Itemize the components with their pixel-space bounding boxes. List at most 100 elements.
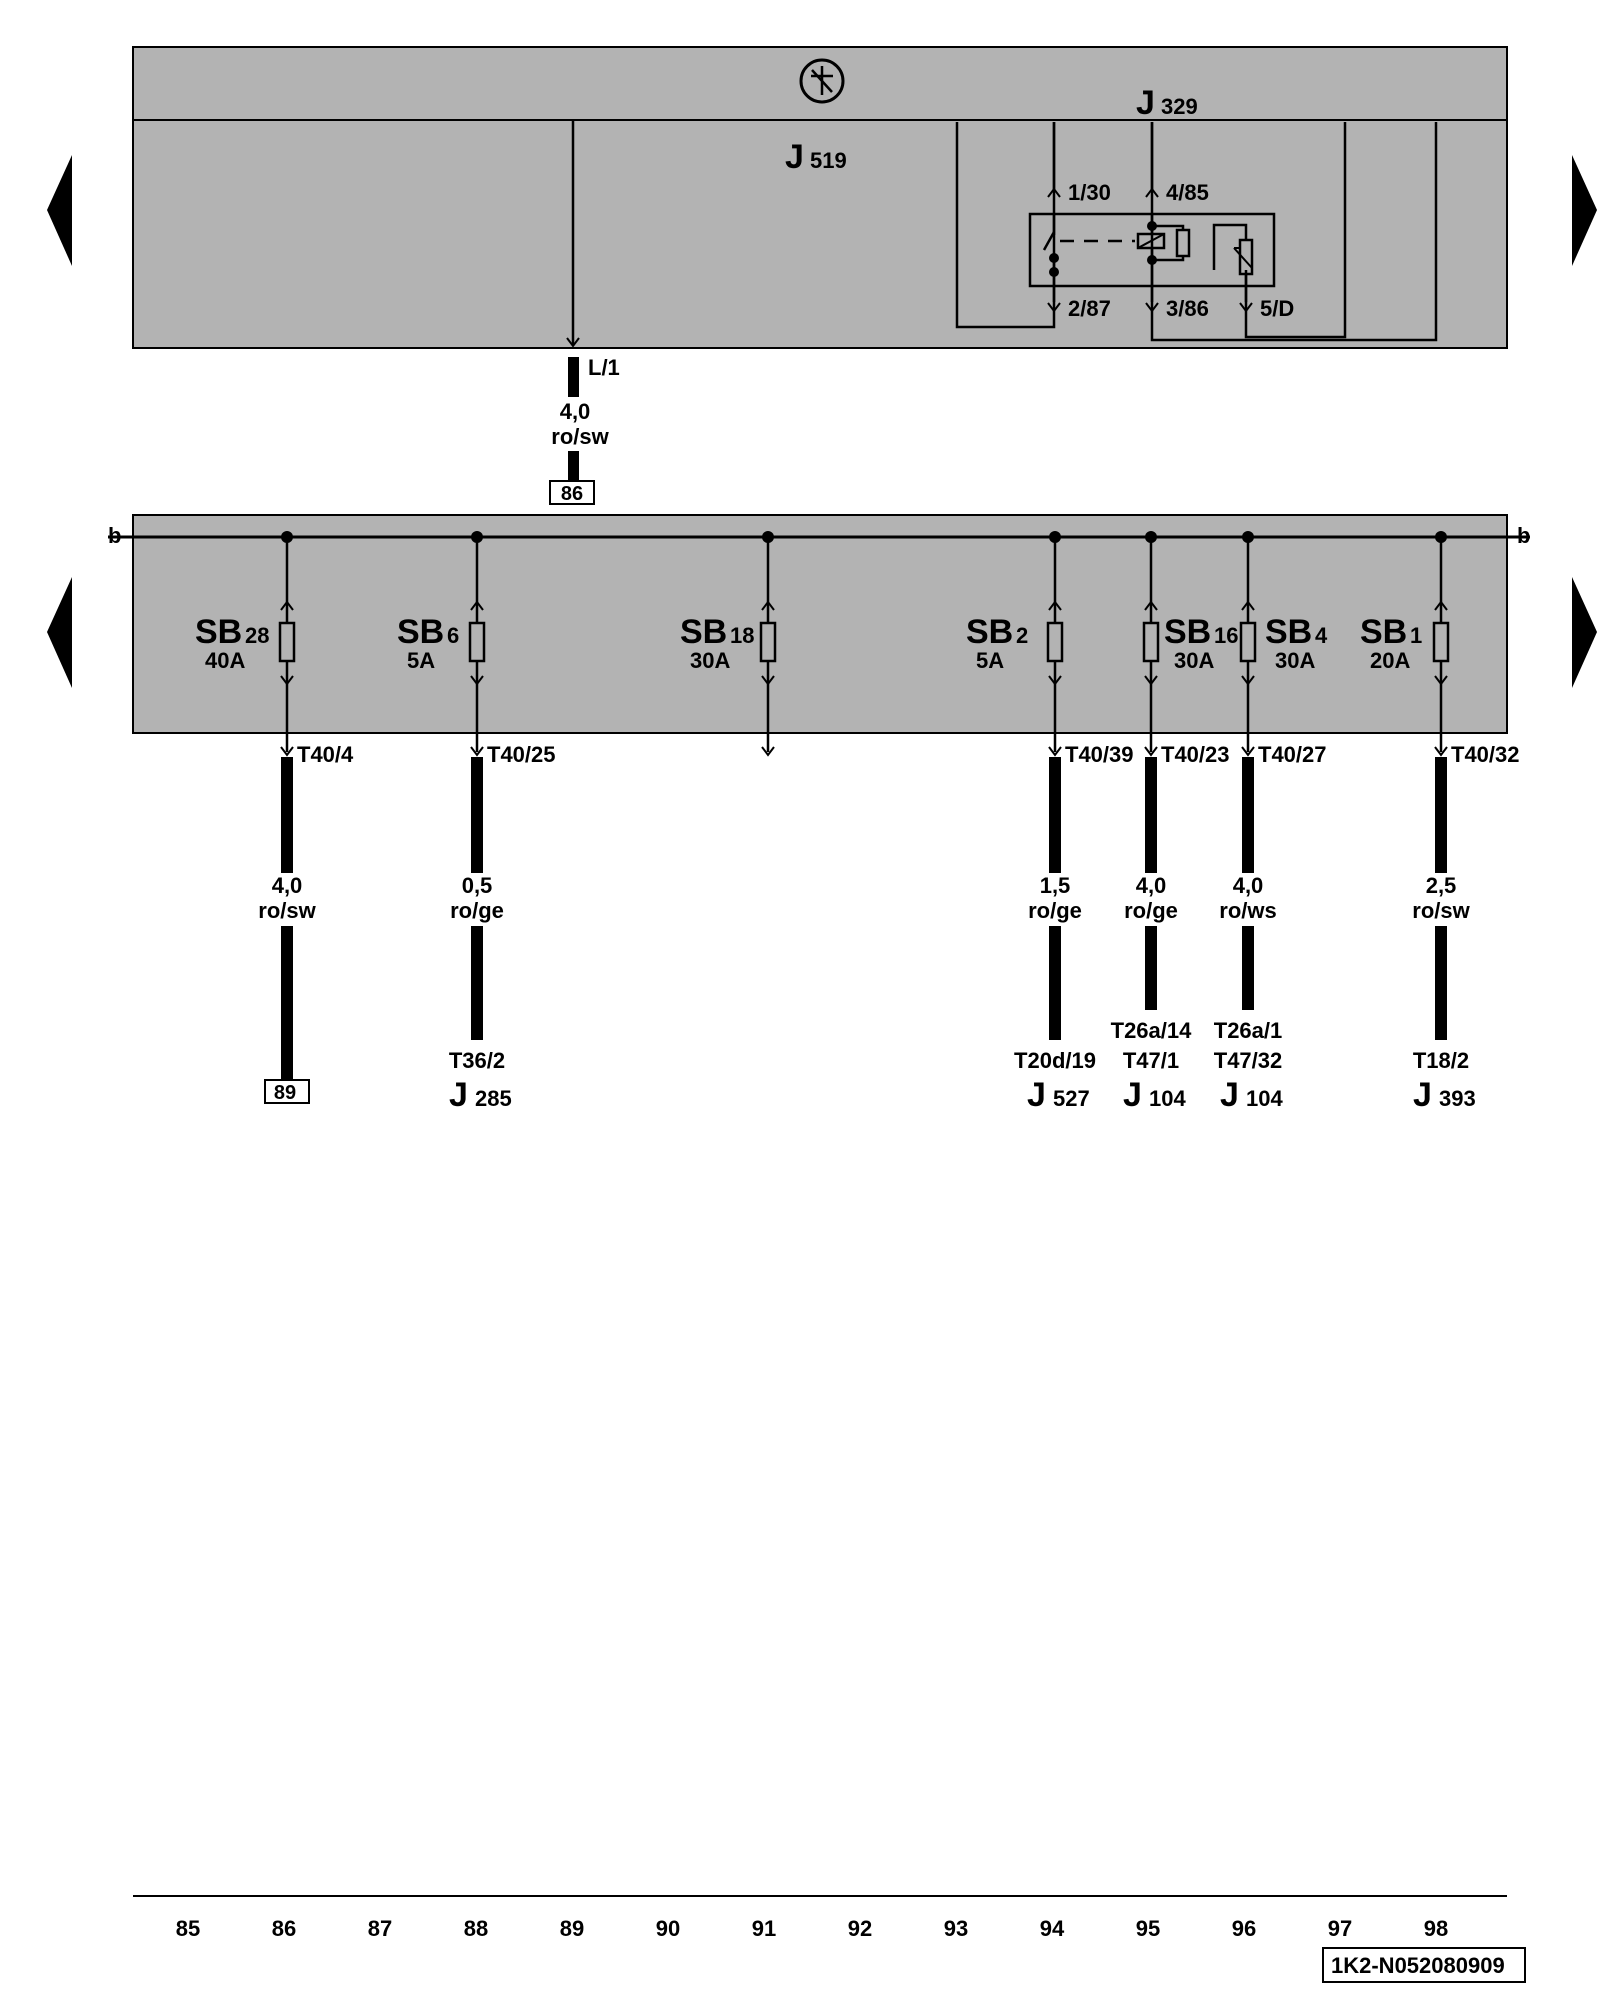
nav-left-bottom-icon[interactable] [47,577,72,688]
fuse-sb-label: SB [680,613,727,651]
column-number: 87 [368,1916,392,1941]
wire-color: ro/sw [1412,898,1470,923]
column-number: 85 [176,1916,200,1941]
column-number: 86 [272,1916,296,1941]
column-number: 94 [1040,1916,1065,1941]
fuse-pin-label: T40/25 [487,742,556,767]
fuse-sb-number: 2 [1016,623,1028,648]
nav-left-top-icon[interactable] [47,155,72,266]
fuse-amperage: 30A [1275,648,1315,673]
target-module-letter: J [1123,1076,1142,1114]
module-j519-sub: 519 [810,148,847,173]
relay-pin-label: 5/D [1260,296,1294,321]
fuse-pin-label: T40/23 [1161,742,1230,767]
module-j519-letter: J [785,138,804,176]
column-number: 98 [1424,1916,1448,1941]
bus-label-right: b [1517,523,1530,548]
fuse-sb-number: 28 [245,623,269,648]
target-module-letter: J [449,1076,468,1114]
fuse-amperage: 5A [407,648,435,673]
column-number: 91 [752,1916,776,1941]
connector-label: T18/2 [1413,1048,1469,1073]
fuse-sb-label: SB [1164,613,1211,651]
pin-label-l1: L/1 [588,355,620,380]
document-id: 1K2-N052080909 [1331,1953,1505,1978]
column-number: 97 [1328,1916,1352,1941]
target-module-sub: 104 [1149,1086,1186,1111]
fuse-icon [1239,621,1257,663]
wire-size: 4,0 [272,873,303,898]
nav-right-top-icon[interactable] [1572,155,1597,266]
wire-color: ro/sw [258,898,316,923]
fuse-sb-number: 18 [730,623,754,648]
output-wire: 4,0ro/sw 89 [258,757,317,1104]
column-number: 92 [848,1916,872,1941]
ref-box-89[interactable]: 89 [274,1082,296,1104]
fuse-pin-label: T40/27 [1258,742,1327,767]
nav-right-bottom-icon[interactable] [1572,577,1597,688]
target-module-sub: 393 [1439,1086,1476,1111]
column-number: 96 [1232,1916,1256,1941]
connector-label: T47/32 [1214,1048,1283,1073]
fuse-pin-label: T40/32 [1451,742,1520,767]
wire-size: 4,0 [560,399,591,424]
fuse-sb-number: 1 [1410,623,1422,648]
wire-l1: L/1 4,0 ro/sw 86 [549,355,620,505]
wire-color: ro/ws [1219,898,1276,923]
column-number: 95 [1136,1916,1160,1941]
wire-color: ro/ge [1124,898,1178,923]
fuse-pin-label: T40/39 [1065,742,1134,767]
fuse-sb-number: 16 [1214,623,1238,648]
target-module-sub: 285 [475,1086,512,1111]
fuse-amperage: 30A [690,648,730,673]
target-module-letter: J [1027,1076,1046,1114]
wire-size: 1,5 [1040,873,1071,898]
fuse-sb-label: SB [1360,613,1407,651]
connector-label: T26a/1 [1214,1018,1283,1043]
column-number: 89 [560,1916,584,1941]
ref-box-86[interactable]: 86 [561,483,583,505]
wire-color: ro/ge [1028,898,1082,923]
fuse-box: b b [108,514,1530,734]
fuse-icon [1142,621,1160,663]
fuse-sb-label: SB [397,613,444,651]
column-scale: 85 86 87 88 89 90 91 92 93 94 95 96 97 98 [176,1916,1448,1941]
fuse-sb-label: SB [966,613,1013,651]
column-number: 90 [656,1916,680,1941]
relay-j329 [1028,212,1276,288]
column-number: 93 [944,1916,968,1941]
fuse-sb-number: 4 [1315,623,1328,648]
fuse-icon [759,621,777,663]
fuse-icon [468,621,486,663]
wire-size: 0,5 [462,873,493,898]
fuse-amperage: 5A [976,648,1004,673]
fuse-amperage: 20A [1370,648,1410,673]
fuse-icon [1046,621,1064,663]
fuse-icon [1432,621,1450,663]
column-number: 88 [464,1916,488,1941]
target-module-sub: 104 [1246,1086,1283,1111]
fuse-amperage: 40A [205,648,245,673]
relay-pin-label: 2/87 [1068,296,1111,321]
module-j329-sub: 329 [1161,94,1198,119]
wire-color: ro/ge [450,898,504,923]
target-module-letter: J [1220,1076,1239,1114]
module-j329-letter: J [1136,84,1155,122]
fuse-sb-label: SB [1265,613,1312,651]
fuse-amperage: 30A [1174,648,1214,673]
fuse-pin-label: T40/4 [297,742,354,767]
relay-pin-label: 4/85 [1166,180,1209,205]
